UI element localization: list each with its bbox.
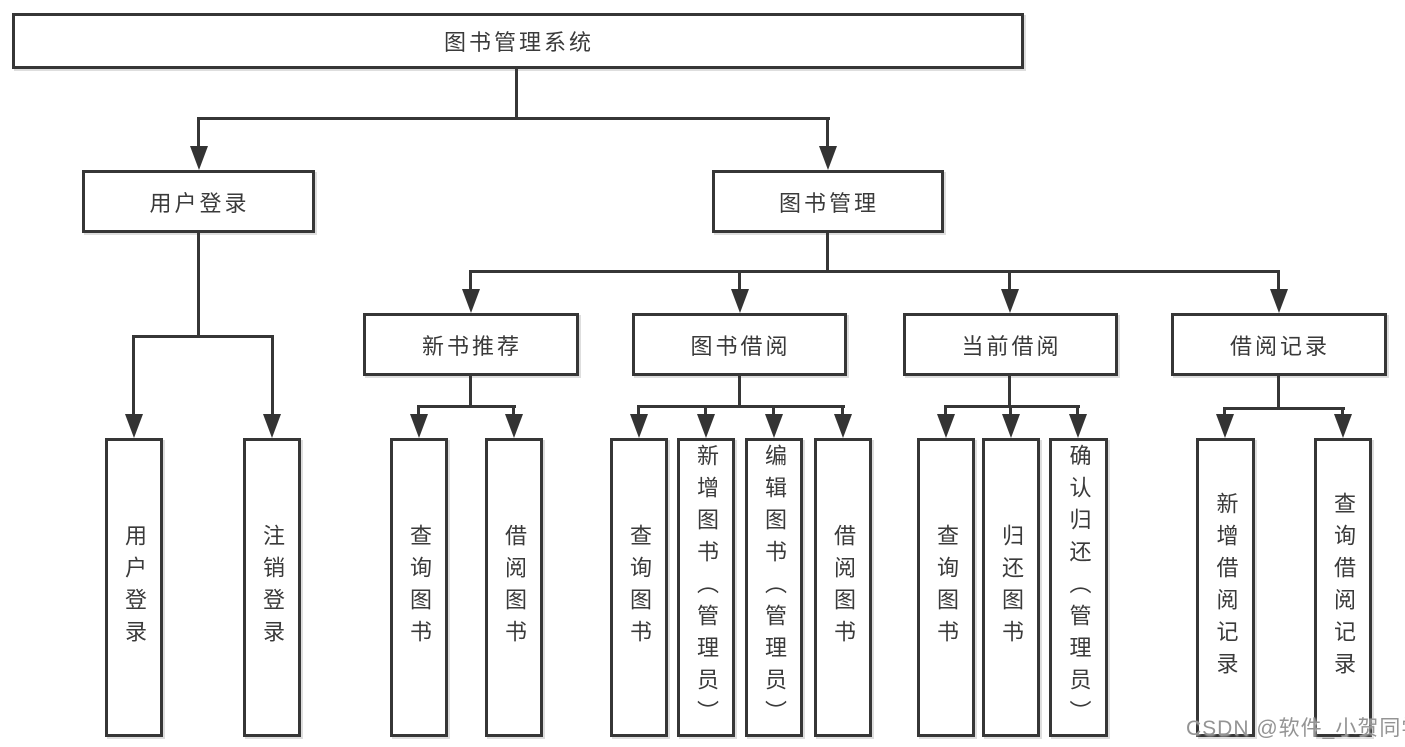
arrow-down-icon bbox=[1270, 289, 1288, 313]
node-label: 图书管理 bbox=[778, 190, 879, 216]
arrow-down-icon bbox=[731, 289, 749, 313]
arrow-down-icon bbox=[765, 414, 783, 438]
leaf-query-borrow-record: 查询借阅记录 bbox=[1314, 438, 1372, 737]
node-book-management: 图书管理 bbox=[712, 170, 944, 233]
arrow-down-icon bbox=[263, 414, 281, 438]
leaf-logout: 注销登录 bbox=[243, 438, 301, 737]
node-label: 编辑图书（管理员） bbox=[762, 443, 787, 732]
leaf-borrow-query-books: 查询图书 bbox=[610, 438, 668, 737]
node-label: 查询图书 bbox=[407, 523, 432, 652]
node-label: 借阅记录 bbox=[1229, 333, 1330, 359]
leaf-edit-books-admin: 编辑图书（管理员） bbox=[745, 438, 803, 737]
node-label: 新增图书（管理员） bbox=[694, 443, 719, 732]
arrow-down-icon bbox=[410, 414, 428, 438]
node-user-login: 用户登录 bbox=[82, 170, 315, 233]
arrow-down-icon bbox=[819, 146, 837, 170]
arrow-down-icon bbox=[190, 146, 208, 170]
node-label: 用户登录 bbox=[122, 523, 147, 652]
node-borrow-records: 借阅记录 bbox=[1171, 313, 1387, 376]
node-label: 归还图书 bbox=[999, 523, 1024, 652]
arrow-down-icon bbox=[630, 414, 648, 438]
node-label: 图书借阅 bbox=[690, 333, 791, 359]
node-label: 新书推荐 bbox=[421, 333, 522, 359]
arrow-down-icon bbox=[834, 414, 852, 438]
arrow-down-icon bbox=[125, 414, 143, 438]
arrow-down-icon bbox=[505, 414, 523, 438]
leaf-current-query-books: 查询图书 bbox=[917, 438, 975, 737]
node-label: 图书管理系统 bbox=[443, 30, 594, 55]
arrow-down-icon bbox=[1001, 289, 1019, 313]
node-label: 借阅图书 bbox=[831, 523, 856, 652]
node-label: 当前借阅 bbox=[961, 333, 1062, 359]
arrow-down-icon bbox=[462, 289, 480, 313]
node-library-system: 图书管理系统 bbox=[12, 13, 1024, 69]
node-label: 查询借阅记录 bbox=[1331, 491, 1356, 684]
node-label: 确认归还（管理员） bbox=[1066, 443, 1092, 732]
leaf-user-login: 用户登录 bbox=[105, 438, 163, 737]
leaf-recommend-borrow-books: 借阅图书 bbox=[485, 438, 543, 737]
node-label: 查询图书 bbox=[934, 523, 959, 652]
node-label: 用户登录 bbox=[149, 190, 250, 216]
arrow-down-icon bbox=[697, 414, 715, 438]
arrow-down-icon bbox=[1002, 414, 1020, 438]
node-book-borrow: 图书借阅 bbox=[632, 313, 847, 376]
node-label: 借阅图书 bbox=[502, 523, 527, 652]
arrow-down-icon bbox=[1069, 414, 1087, 438]
node-new-book-recommend: 新书推荐 bbox=[363, 313, 579, 376]
leaf-confirm-return-admin: 确认归还（管理员） bbox=[1049, 438, 1108, 737]
node-label: 查询图书 bbox=[627, 523, 652, 652]
arrow-down-icon bbox=[937, 414, 955, 438]
node-label: 注销登录 bbox=[260, 523, 285, 652]
csdn-watermark: CSDN @软件_小贺同学 bbox=[1186, 717, 1405, 740]
leaf-borrow-books: 借阅图书 bbox=[814, 438, 872, 737]
leaf-return-books: 归还图书 bbox=[982, 438, 1040, 737]
node-current-borrow: 当前借阅 bbox=[903, 313, 1118, 376]
leaf-recommend-query-books: 查询图书 bbox=[390, 438, 448, 737]
leaf-add-borrow-record: 新增借阅记录 bbox=[1196, 438, 1255, 737]
arrow-down-icon bbox=[1334, 414, 1352, 438]
node-label: 新增借阅记录 bbox=[1213, 491, 1239, 684]
arrow-down-icon bbox=[1216, 414, 1234, 438]
leaf-add-books-admin: 新增图书（管理员） bbox=[677, 438, 735, 737]
